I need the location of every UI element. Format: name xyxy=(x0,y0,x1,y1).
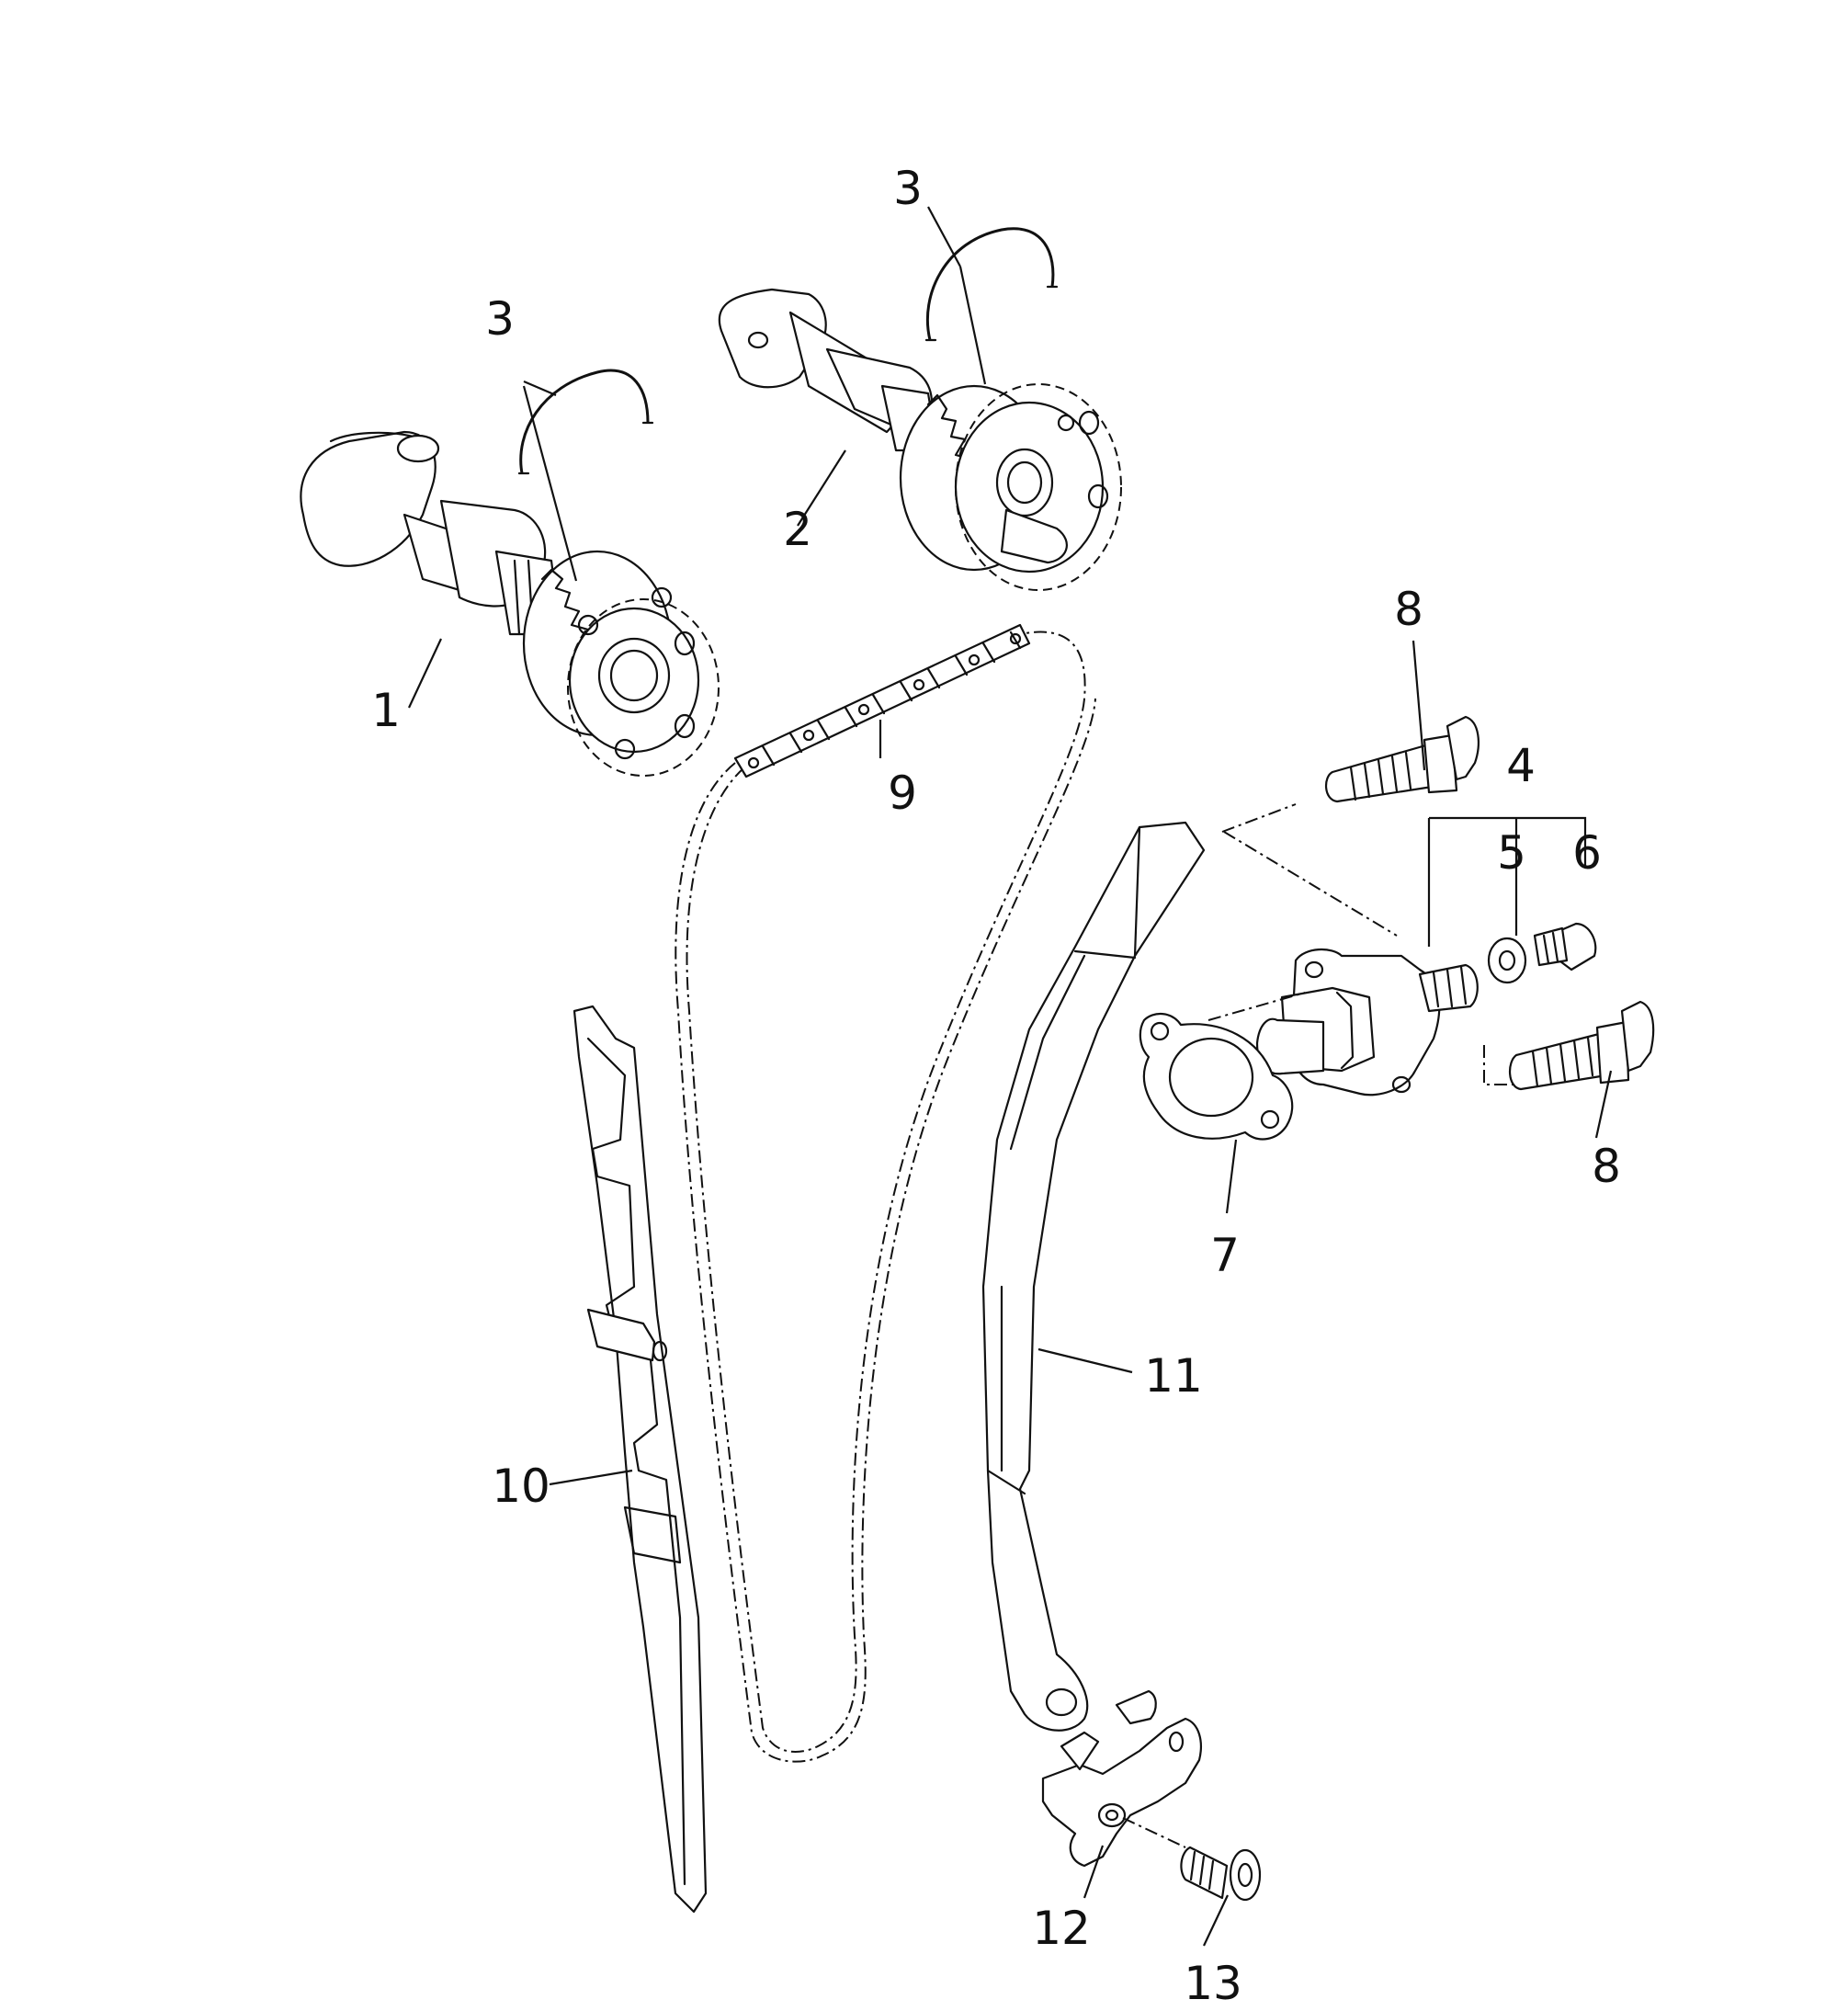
assembly-line-screw xyxy=(1122,1817,1186,1848)
assembly-line-gasket xyxy=(1207,992,1306,1021)
screw xyxy=(1180,1846,1262,1902)
tensioner-pivot-plate xyxy=(1041,1689,1202,1868)
callout-12: 12 xyxy=(1032,1902,1091,1955)
callout-7: 7 xyxy=(1210,1229,1240,1282)
assembly-line-bolt-lower xyxy=(1483,1045,1516,1085)
callout-9: 9 xyxy=(888,767,917,820)
callout-3-left: 3 xyxy=(485,292,515,346)
flange-bolt-upper xyxy=(1325,715,1480,803)
callout-4: 4 xyxy=(1506,739,1536,792)
gasket xyxy=(1139,1013,1294,1141)
callout-8-lower: 8 xyxy=(1592,1140,1621,1193)
chain-guide xyxy=(573,1005,708,1914)
assembly-line-tensioner xyxy=(1223,831,1398,937)
callout-11: 11 xyxy=(1144,1349,1203,1403)
callout-13: 13 xyxy=(1184,1957,1242,2010)
washer xyxy=(1487,937,1527,984)
callout-2: 2 xyxy=(783,503,812,556)
leader-lines xyxy=(408,206,1613,1947)
callout-6: 6 xyxy=(1572,826,1602,880)
timing-chain xyxy=(675,623,1096,1763)
camshaft-right xyxy=(718,288,1122,591)
callout-8-upper: 8 xyxy=(1394,583,1423,636)
callout-5: 5 xyxy=(1497,826,1526,880)
tensioner-arm xyxy=(981,821,1206,1732)
plug-bolt xyxy=(1533,922,1597,971)
circlip-right xyxy=(924,227,1059,342)
callout-1: 1 xyxy=(371,684,401,737)
assembly-line-bolt-upper xyxy=(1221,803,1297,833)
callout-3-right: 3 xyxy=(893,162,923,215)
flange-bolt-lower xyxy=(1509,1000,1655,1091)
tensioner-assembly xyxy=(1255,949,1479,1096)
callout-10: 10 xyxy=(492,1460,550,1513)
camshaft-left xyxy=(300,430,720,777)
circlip-left xyxy=(517,369,654,475)
